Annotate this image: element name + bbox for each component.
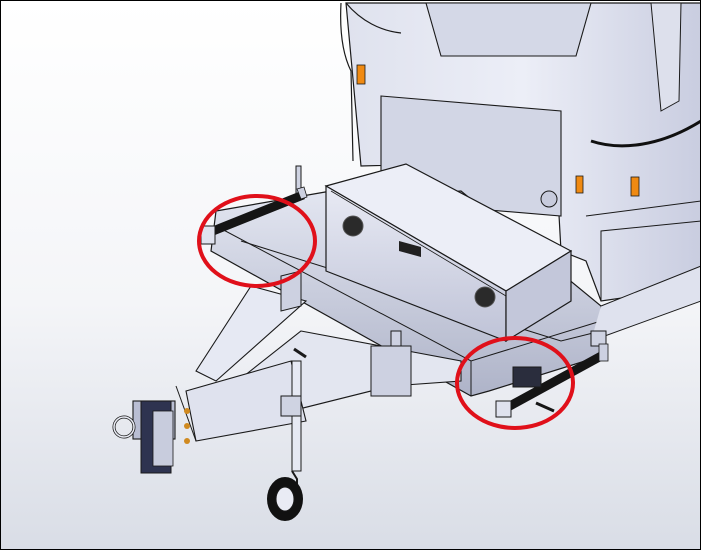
a-frame-tongue <box>175 270 462 442</box>
right-stabilizer-jack <box>495 343 609 418</box>
left-stabilizer-jack <box>200 186 308 245</box>
highlight-circle-right <box>455 336 575 430</box>
highlight-circle-left <box>197 194 317 288</box>
socket-icon <box>540 190 558 208</box>
storage-box <box>324 163 573 343</box>
orange-marker-2 <box>630 176 640 197</box>
orange-marker-1 <box>356 64 366 85</box>
vent-right-icon <box>474 286 496 308</box>
orange-marker-3 <box>575 175 584 194</box>
jockey-wheel-icon <box>267 347 307 521</box>
upper-housing <box>340 2 700 302</box>
vent-left-icon <box>342 215 364 237</box>
tow-coupling-icon <box>112 400 190 474</box>
